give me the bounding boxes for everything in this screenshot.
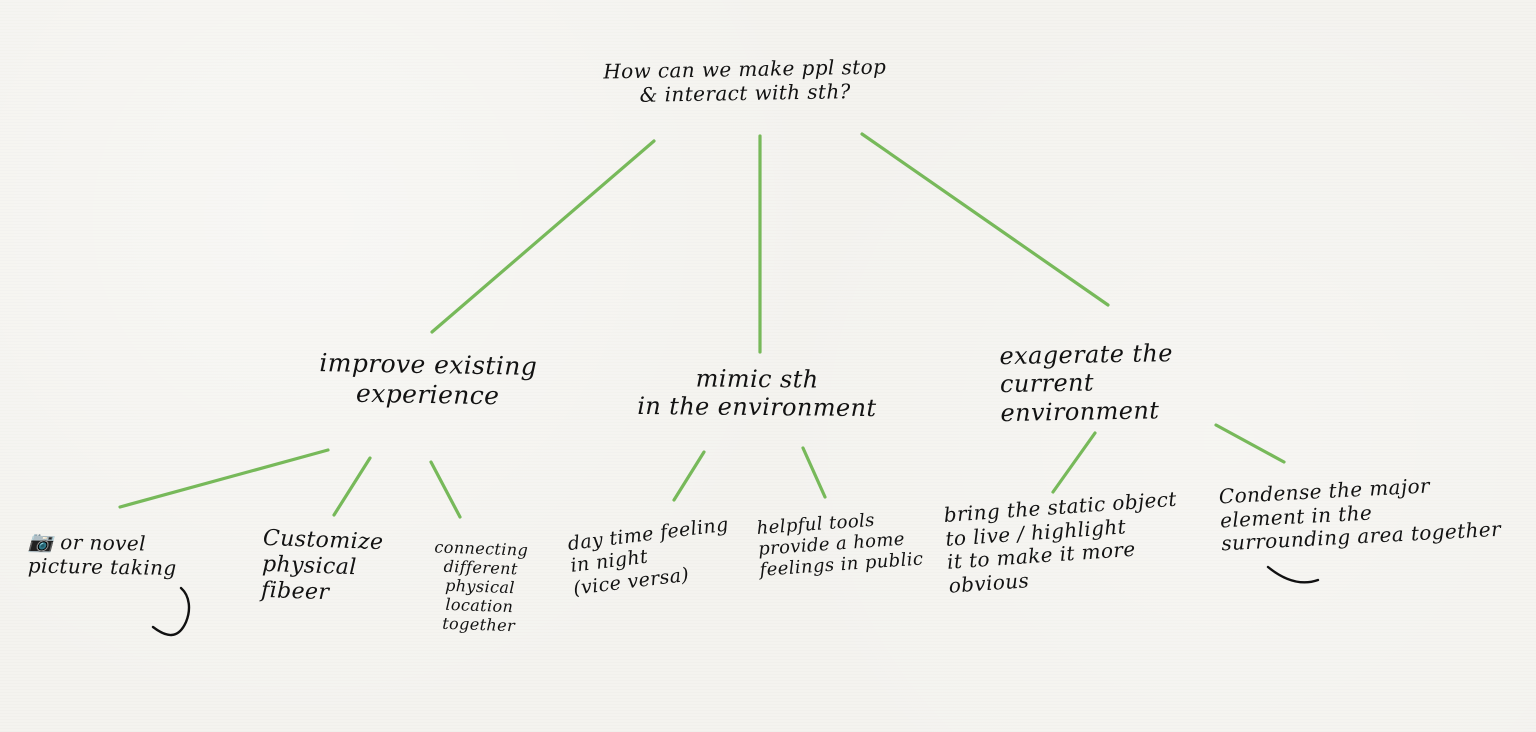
leaf-condense-major-elements: Condense the major element in the surrou… [1218, 473, 1502, 556]
environment-flourish [1266, 565, 1320, 584]
branch-mimic-sth-in-environment: mimic sth in the environment [637, 364, 877, 423]
branch-improve-existing-experience: improve existing experience [319, 348, 538, 410]
leaf-novel-picture-taking: 📷 or novel picture taking [27, 529, 177, 580]
leaf-bring-static-object-to-live: bring the static object to live / highli… [942, 486, 1178, 598]
root-to-branch-1-line [430, 139, 656, 334]
branch-3-to-leaf-1-line [1051, 431, 1097, 494]
branch-2-to-leaf-2-line [801, 446, 827, 499]
root-to-branch-3-line [860, 132, 1110, 307]
root-question: How can we make ppl stop & interact with… [603, 54, 887, 107]
leaf-helpful-tools-home-feelings: helpful tools provide a home feelings in… [755, 509, 925, 582]
picture-taking-flourish [151, 586, 191, 637]
branch-1-to-leaf-2-line [332, 456, 372, 517]
branch-1-to-leaf-1-line [118, 448, 330, 509]
branch-exaggerate-current-environment: exagerate the current environment [999, 339, 1174, 427]
branch-3-to-leaf-2-line [1214, 423, 1286, 464]
branch-1-to-leaf-3-line [429, 460, 462, 519]
branch-2-to-leaf-1-line [672, 450, 706, 502]
leaf-connecting-physical-locations: connecting different physical location t… [434, 537, 529, 635]
leaf-customize-physical-fibeer: Customize physical fibeer [260, 525, 384, 606]
